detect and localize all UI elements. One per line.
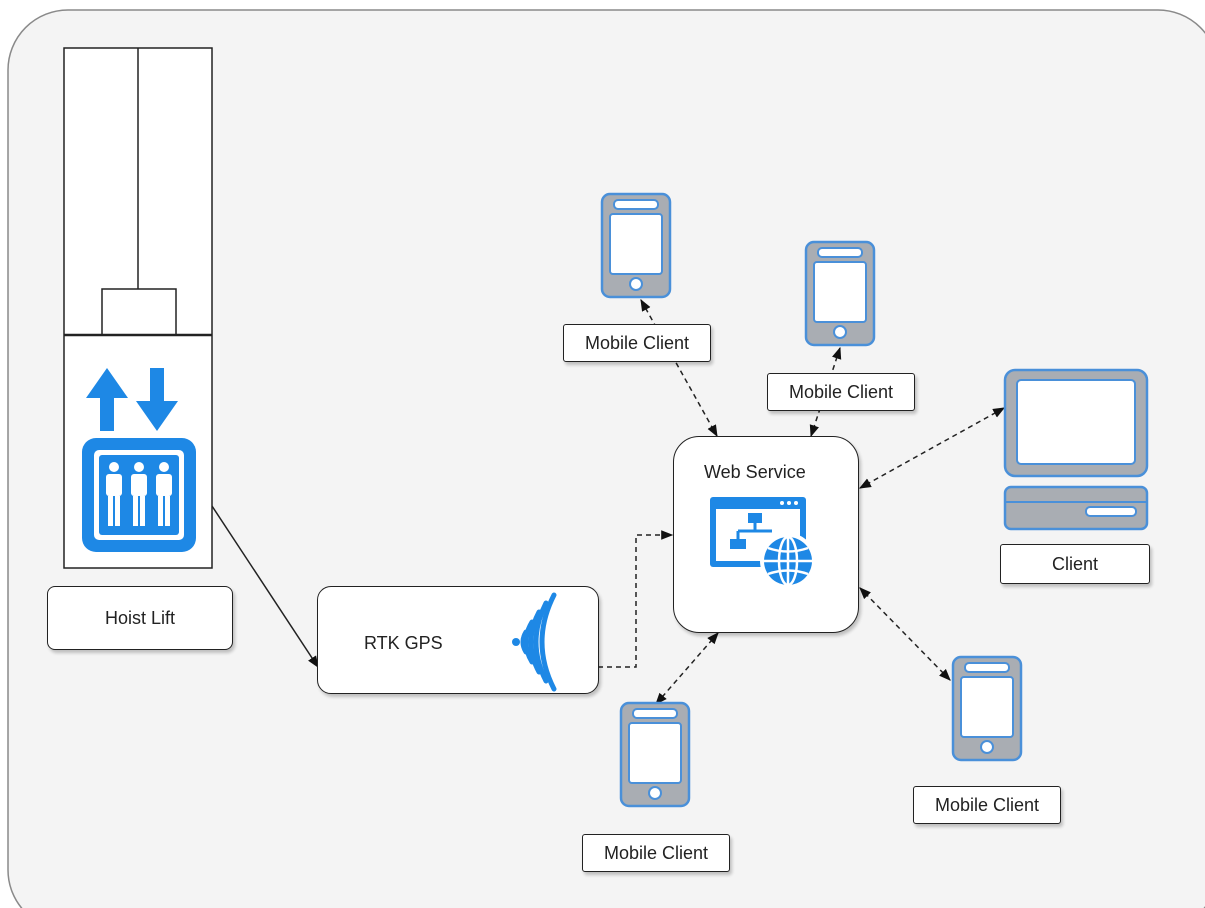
elevator-icon	[82, 368, 196, 552]
mobile-client-text-1: Mobile Client	[584, 332, 690, 353]
mobile-client-label-1: Mobile Client	[563, 324, 711, 362]
hoist-lift-text: Hoist Lift	[104, 607, 176, 628]
hoist-lift-label: Hoist Lift	[47, 586, 233, 650]
connector-client	[858, 407, 1006, 489]
connector-gps-to-webservice	[598, 530, 674, 668]
web-service-node: Web Service	[673, 436, 859, 633]
client-text: Client	[1051, 553, 1099, 574]
mobile-client-label-3: Mobile Client	[582, 834, 730, 872]
mobile-client-text-2: Mobile Client	[788, 381, 894, 402]
mobile-phone-icon-2	[804, 240, 876, 347]
mobile-client-text-4: Mobile Client	[934, 794, 1040, 815]
web-service-label: Web Service	[704, 462, 806, 482]
desktop-computer-icon	[1003, 368, 1149, 531]
mobile-phone-icon-4	[951, 655, 1023, 762]
mobile-client-label-4: Mobile Client	[913, 786, 1061, 824]
wireless-signal-icon	[512, 592, 557, 692]
connector-mobile3	[655, 632, 719, 705]
hoist-lift-shape	[63, 47, 213, 569]
connector-mobile1	[640, 298, 718, 438]
mobile-phone-icon-1	[600, 192, 672, 299]
rtk-gps-node: RTK GPS	[317, 586, 599, 694]
connector-lift-to-gps	[211, 505, 319, 669]
client-label: Client	[1000, 544, 1150, 584]
mobile-client-label-2: Mobile Client	[767, 373, 915, 411]
mobile-phone-icon-3	[619, 701, 691, 808]
rtk-gps-label: RTK GPS	[364, 633, 443, 653]
web-service-icon	[710, 497, 816, 589]
mobile-client-text-3: Mobile Client	[603, 842, 709, 863]
canvas-frame	[7, 9, 1205, 908]
connector-mobile4	[859, 587, 951, 681]
